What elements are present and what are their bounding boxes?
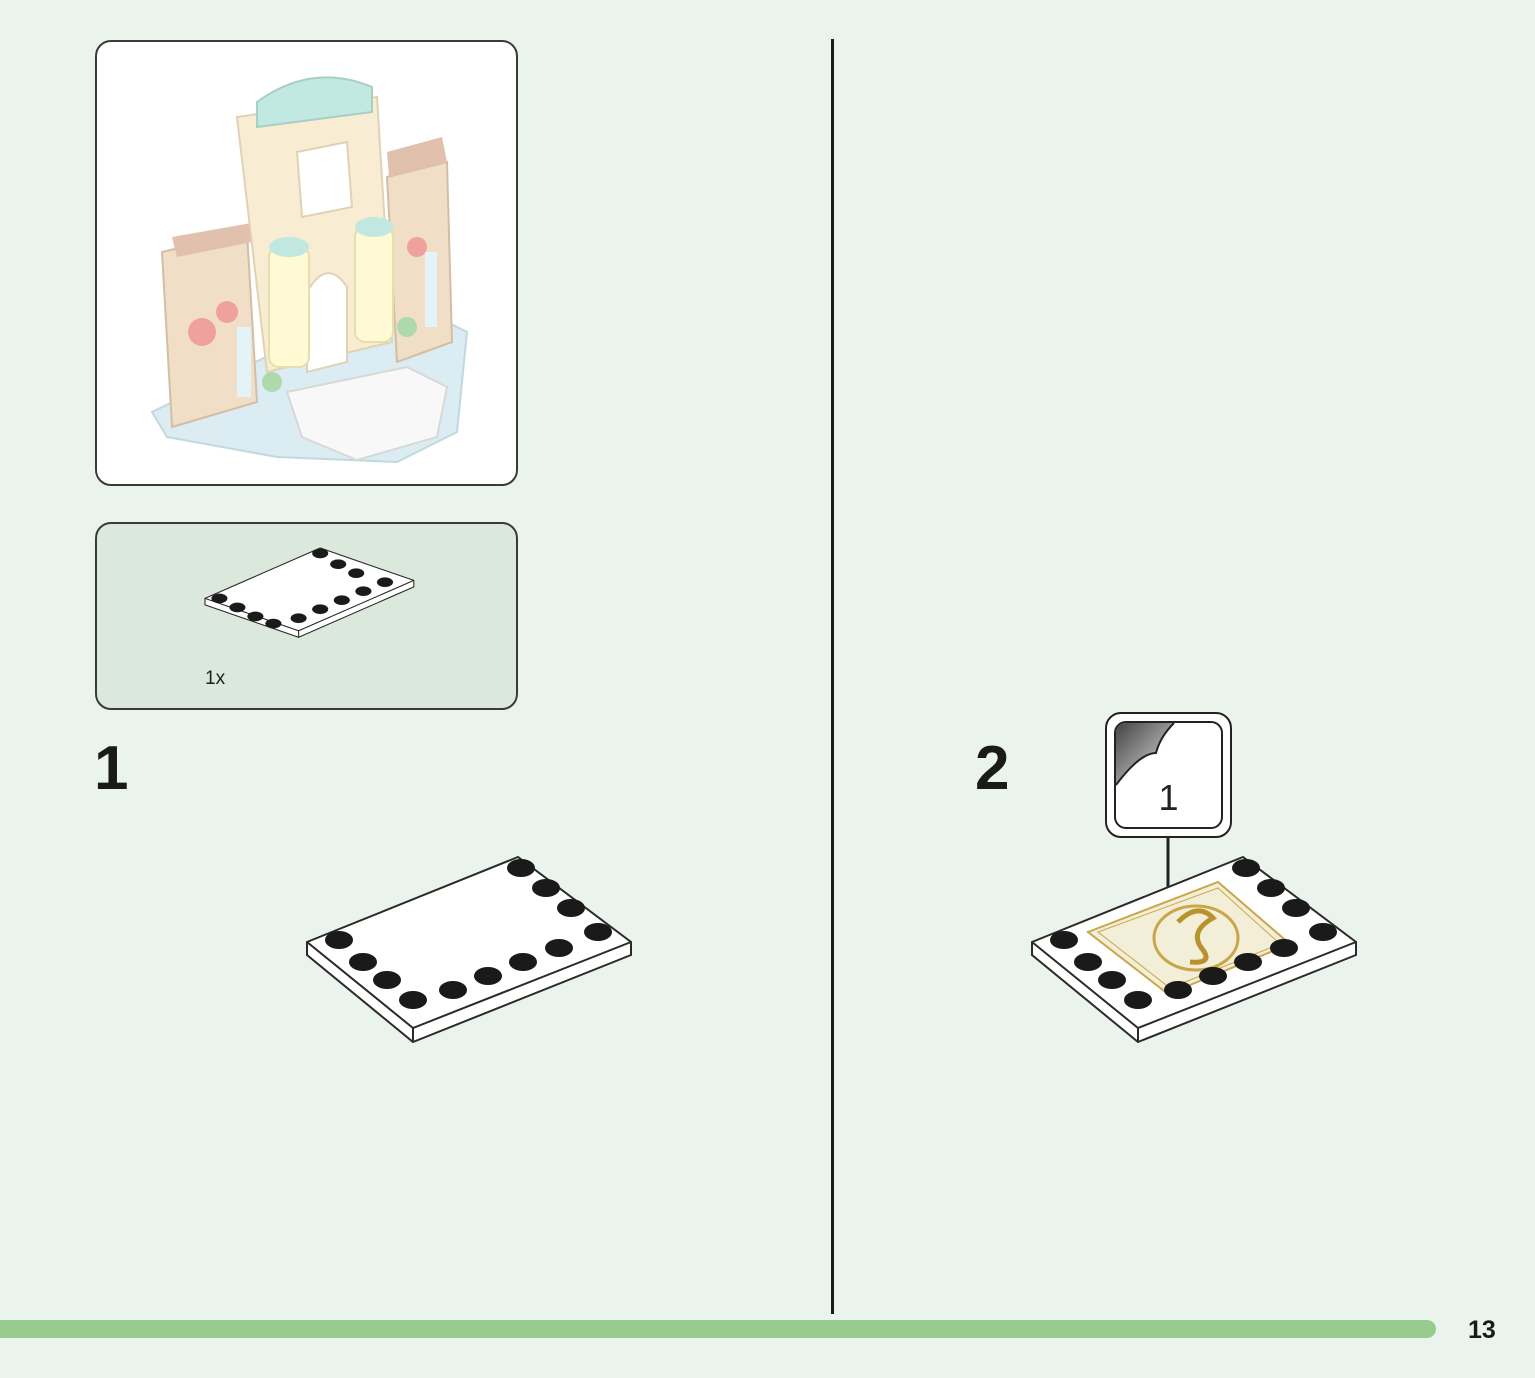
part-quantity: 1x [205, 668, 226, 689]
page-divider [831, 39, 834, 1314]
step-number-2: 2 [975, 734, 1010, 803]
model-preview-panel [95, 40, 518, 486]
step-1-tile-plate [306, 855, 632, 1044]
sticker-callout-inner: 1 [1114, 721, 1223, 829]
sticker-number: 1 [1158, 777, 1179, 818]
castle-model-image [150, 76, 469, 464]
parts-list-panel: 1x [95, 522, 518, 710]
sticker-callout: 1 [1105, 712, 1232, 838]
step-2-tile-plate-with-sticker [1031, 855, 1357, 1044]
sticker-peel-icon [1116, 723, 1175, 786]
tile-plate-image [204, 547, 415, 638]
progress-bar [0, 1320, 1436, 1338]
step-number-1: 1 [94, 734, 129, 803]
page-number: 13 [1468, 1316, 1496, 1344]
